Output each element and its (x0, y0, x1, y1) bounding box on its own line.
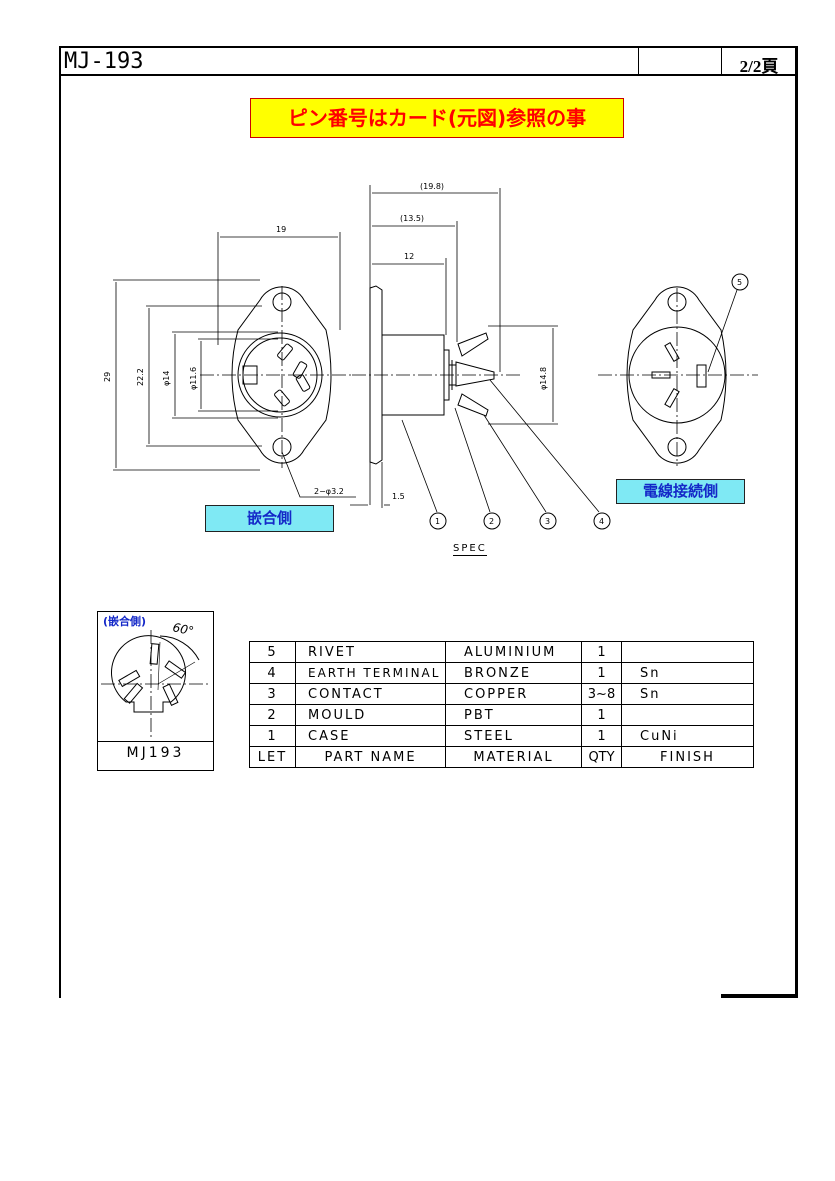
header-part-name: PART NAME (295, 746, 446, 768)
title-cell-divider (721, 46, 722, 76)
dim-phi14-8: φ14.8 (539, 367, 548, 390)
front-view (231, 286, 332, 464)
cell-qty: 1 (581, 641, 622, 663)
cell-part-name: CASE (295, 725, 446, 747)
cell-finish: Sn (621, 683, 754, 705)
inset-separator (97, 741, 214, 742)
table-row: 2 MOULD PBT 1 (249, 704, 754, 726)
title-cell-divider (638, 46, 639, 76)
balloon-3 (539, 512, 557, 530)
frame-left-border (59, 46, 61, 998)
inset-frame (97, 611, 214, 771)
balloon-3-label: 3 (545, 517, 550, 526)
dim-19-8: (19.8) (420, 182, 444, 191)
cell-part-name: MOULD (295, 704, 446, 726)
frame-bottom-bar (721, 994, 798, 998)
table-row: 3 CONTACT COPPER 3~8 Sn (249, 683, 754, 705)
cell-let: 4 (249, 662, 296, 684)
balloon-4 (593, 512, 611, 530)
balloon-2-label: 2 (489, 517, 494, 526)
cell-let: 2 (249, 704, 296, 726)
page-number: 2/2頁 (739, 57, 779, 76)
cell-part-name: RIVET (295, 641, 446, 663)
cell-qty: 1 (581, 662, 622, 684)
cell-finish (621, 704, 754, 726)
cell-finish (621, 641, 754, 663)
cell-finish: CuNi (621, 725, 754, 747)
cell-qty: 3~8 (581, 683, 622, 705)
dim-29: 29 (103, 372, 112, 382)
dim-phi11-6: φ11.6 (189, 367, 198, 390)
table-row: 4 EARTH TERMINAL BRONZE 1 Sn (249, 662, 754, 684)
table-header-row: LET PART NAME MATERIAL QTY FINISH (249, 746, 754, 768)
cell-material: PBT (445, 704, 582, 726)
pin-number-notice: ピン番号はカード(元図)参照の事 (250, 98, 624, 138)
mating-side-label: 嵌合側 (205, 505, 334, 532)
dim-12: 12 (404, 252, 414, 261)
wire-side-label: 電線接続側 (616, 479, 745, 504)
header-qty: QTY (581, 746, 622, 768)
cell-material: COPPER (445, 683, 582, 705)
cell-qty: 1 (581, 725, 622, 747)
cell-material: BRONZE (445, 662, 582, 684)
dim-phi14: φ14 (162, 371, 171, 386)
balloon-5-label: 5 (737, 278, 742, 287)
balloon-1-label: 1 (435, 517, 440, 526)
dim-13-5: (13.5) (400, 214, 424, 223)
cell-finish: Sn (621, 662, 754, 684)
balloon-1 (429, 512, 447, 530)
dim-1-5: 1.5 (392, 492, 405, 501)
cell-material: ALUMINIUM (445, 641, 582, 663)
inset-view (111, 635, 200, 713)
title-block (59, 46, 797, 76)
inset-label: (嵌合側) (103, 615, 147, 628)
table-row: 5 RIVET ALUMINIUM 1 (249, 641, 754, 663)
document-number: MJ-193 (64, 49, 144, 74)
cell-part-name: EARTH TERMINAL (295, 662, 446, 684)
dim-19: 19 (276, 225, 286, 234)
table-row: 1 CASE STEEL 1 CuNi (249, 725, 754, 747)
cell-qty: 1 (581, 704, 622, 726)
cell-let: 3 (249, 683, 296, 705)
header-let: LET (249, 746, 296, 768)
cell-material: STEEL (445, 725, 582, 747)
dim-22-2: 22.2 (136, 368, 145, 386)
spec-label: SPEC (453, 543, 487, 556)
dim-hole: 2−φ3.2 (314, 487, 344, 496)
balloon-4-label: 4 (599, 517, 604, 526)
balloon-5 (731, 273, 749, 291)
cell-part-name: CONTACT (295, 683, 446, 705)
frame-right-border (795, 46, 798, 998)
header-finish: FINISH (621, 746, 754, 768)
parts-table: 5 RIVET ALUMINIUM 1 4 EARTH TERMINAL BRO… (249, 641, 754, 768)
inset-angle: 60° (171, 620, 195, 638)
header-material: MATERIAL (445, 746, 582, 768)
balloon-2 (483, 512, 501, 530)
cell-let: 1 (249, 725, 296, 747)
cell-let: 5 (249, 641, 296, 663)
inset-model: MJ193 (126, 745, 185, 761)
